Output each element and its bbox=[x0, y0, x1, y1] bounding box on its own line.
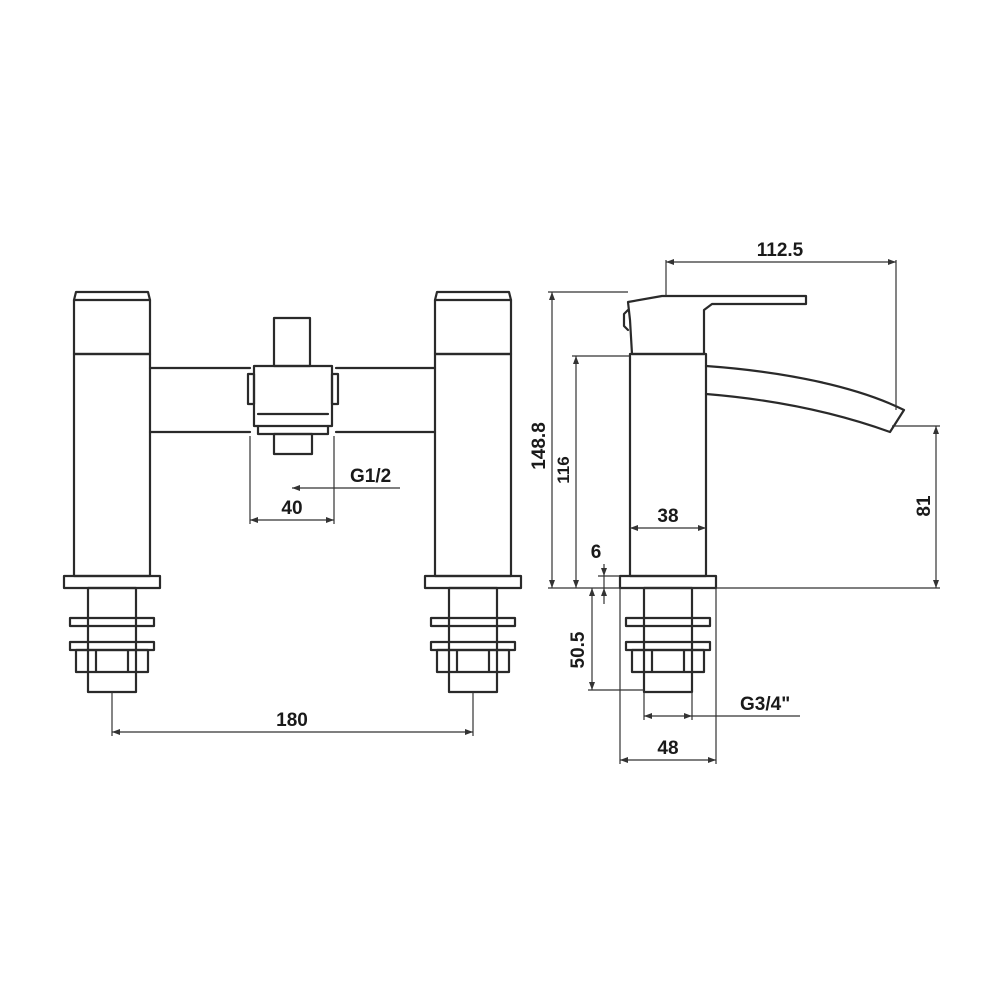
side-dimensions bbox=[548, 259, 940, 764]
body-width-label: 38 bbox=[657, 506, 678, 527]
base-width-label: 48 bbox=[657, 738, 678, 759]
left-pillar-base bbox=[62, 574, 162, 590]
side-nut bbox=[630, 648, 706, 674]
side-view: 112.5 148.8 116 38 6 81 50.5 G3/4" 48 bbox=[529, 240, 940, 764]
left-pillar-washer-1 bbox=[68, 616, 156, 628]
body-height-label: 116 bbox=[554, 456, 573, 483]
diverter-outlet bbox=[272, 432, 314, 456]
right-pillar-shank bbox=[447, 586, 499, 694]
outlet-width-label: 40 bbox=[281, 498, 302, 519]
base-plate-label: 6 bbox=[591, 542, 602, 563]
left-pillar-body bbox=[72, 352, 152, 578]
front-view: G1/2 40 180 bbox=[62, 290, 523, 736]
front-dimensions bbox=[111, 436, 474, 736]
right-pillar-cap bbox=[433, 290, 513, 356]
right-pillar-nut bbox=[435, 648, 511, 674]
shank-thread-label: G3/4" bbox=[740, 694, 790, 715]
left-pillar-shank bbox=[86, 586, 138, 694]
right-pillar bbox=[423, 290, 523, 694]
projection-label: 112.5 bbox=[757, 240, 804, 261]
bridge-bar bbox=[148, 366, 437, 434]
right-pillar-base bbox=[423, 574, 523, 590]
side-washer-1 bbox=[624, 616, 712, 628]
right-pillar-body bbox=[433, 352, 513, 578]
side-washer-2 bbox=[624, 640, 712, 652]
side-body bbox=[618, 294, 906, 694]
right-pillar-washer-2 bbox=[429, 640, 517, 652]
total-height-label: 148.8 bbox=[529, 422, 550, 470]
right-pillar-washer-1 bbox=[429, 616, 517, 628]
lever-handle bbox=[626, 294, 808, 356]
left-pillar-nut bbox=[74, 648, 150, 674]
spout bbox=[704, 364, 906, 434]
diverter bbox=[246, 316, 340, 456]
diverter-block bbox=[252, 364, 334, 428]
side-base bbox=[618, 574, 718, 590]
side-shank bbox=[642, 586, 694, 694]
shank-length-label: 50.5 bbox=[568, 631, 589, 668]
left-pillar-cap bbox=[72, 290, 152, 356]
spout-height-label: 81 bbox=[914, 495, 935, 517]
left-pillar-washer-2 bbox=[68, 640, 156, 652]
side-body-column bbox=[628, 352, 708, 578]
spacing-label: 180 bbox=[276, 710, 308, 731]
outlet-thread-label: G1/2 bbox=[350, 466, 391, 487]
left-pillar bbox=[62, 290, 162, 694]
diverter-knob bbox=[272, 316, 312, 368]
